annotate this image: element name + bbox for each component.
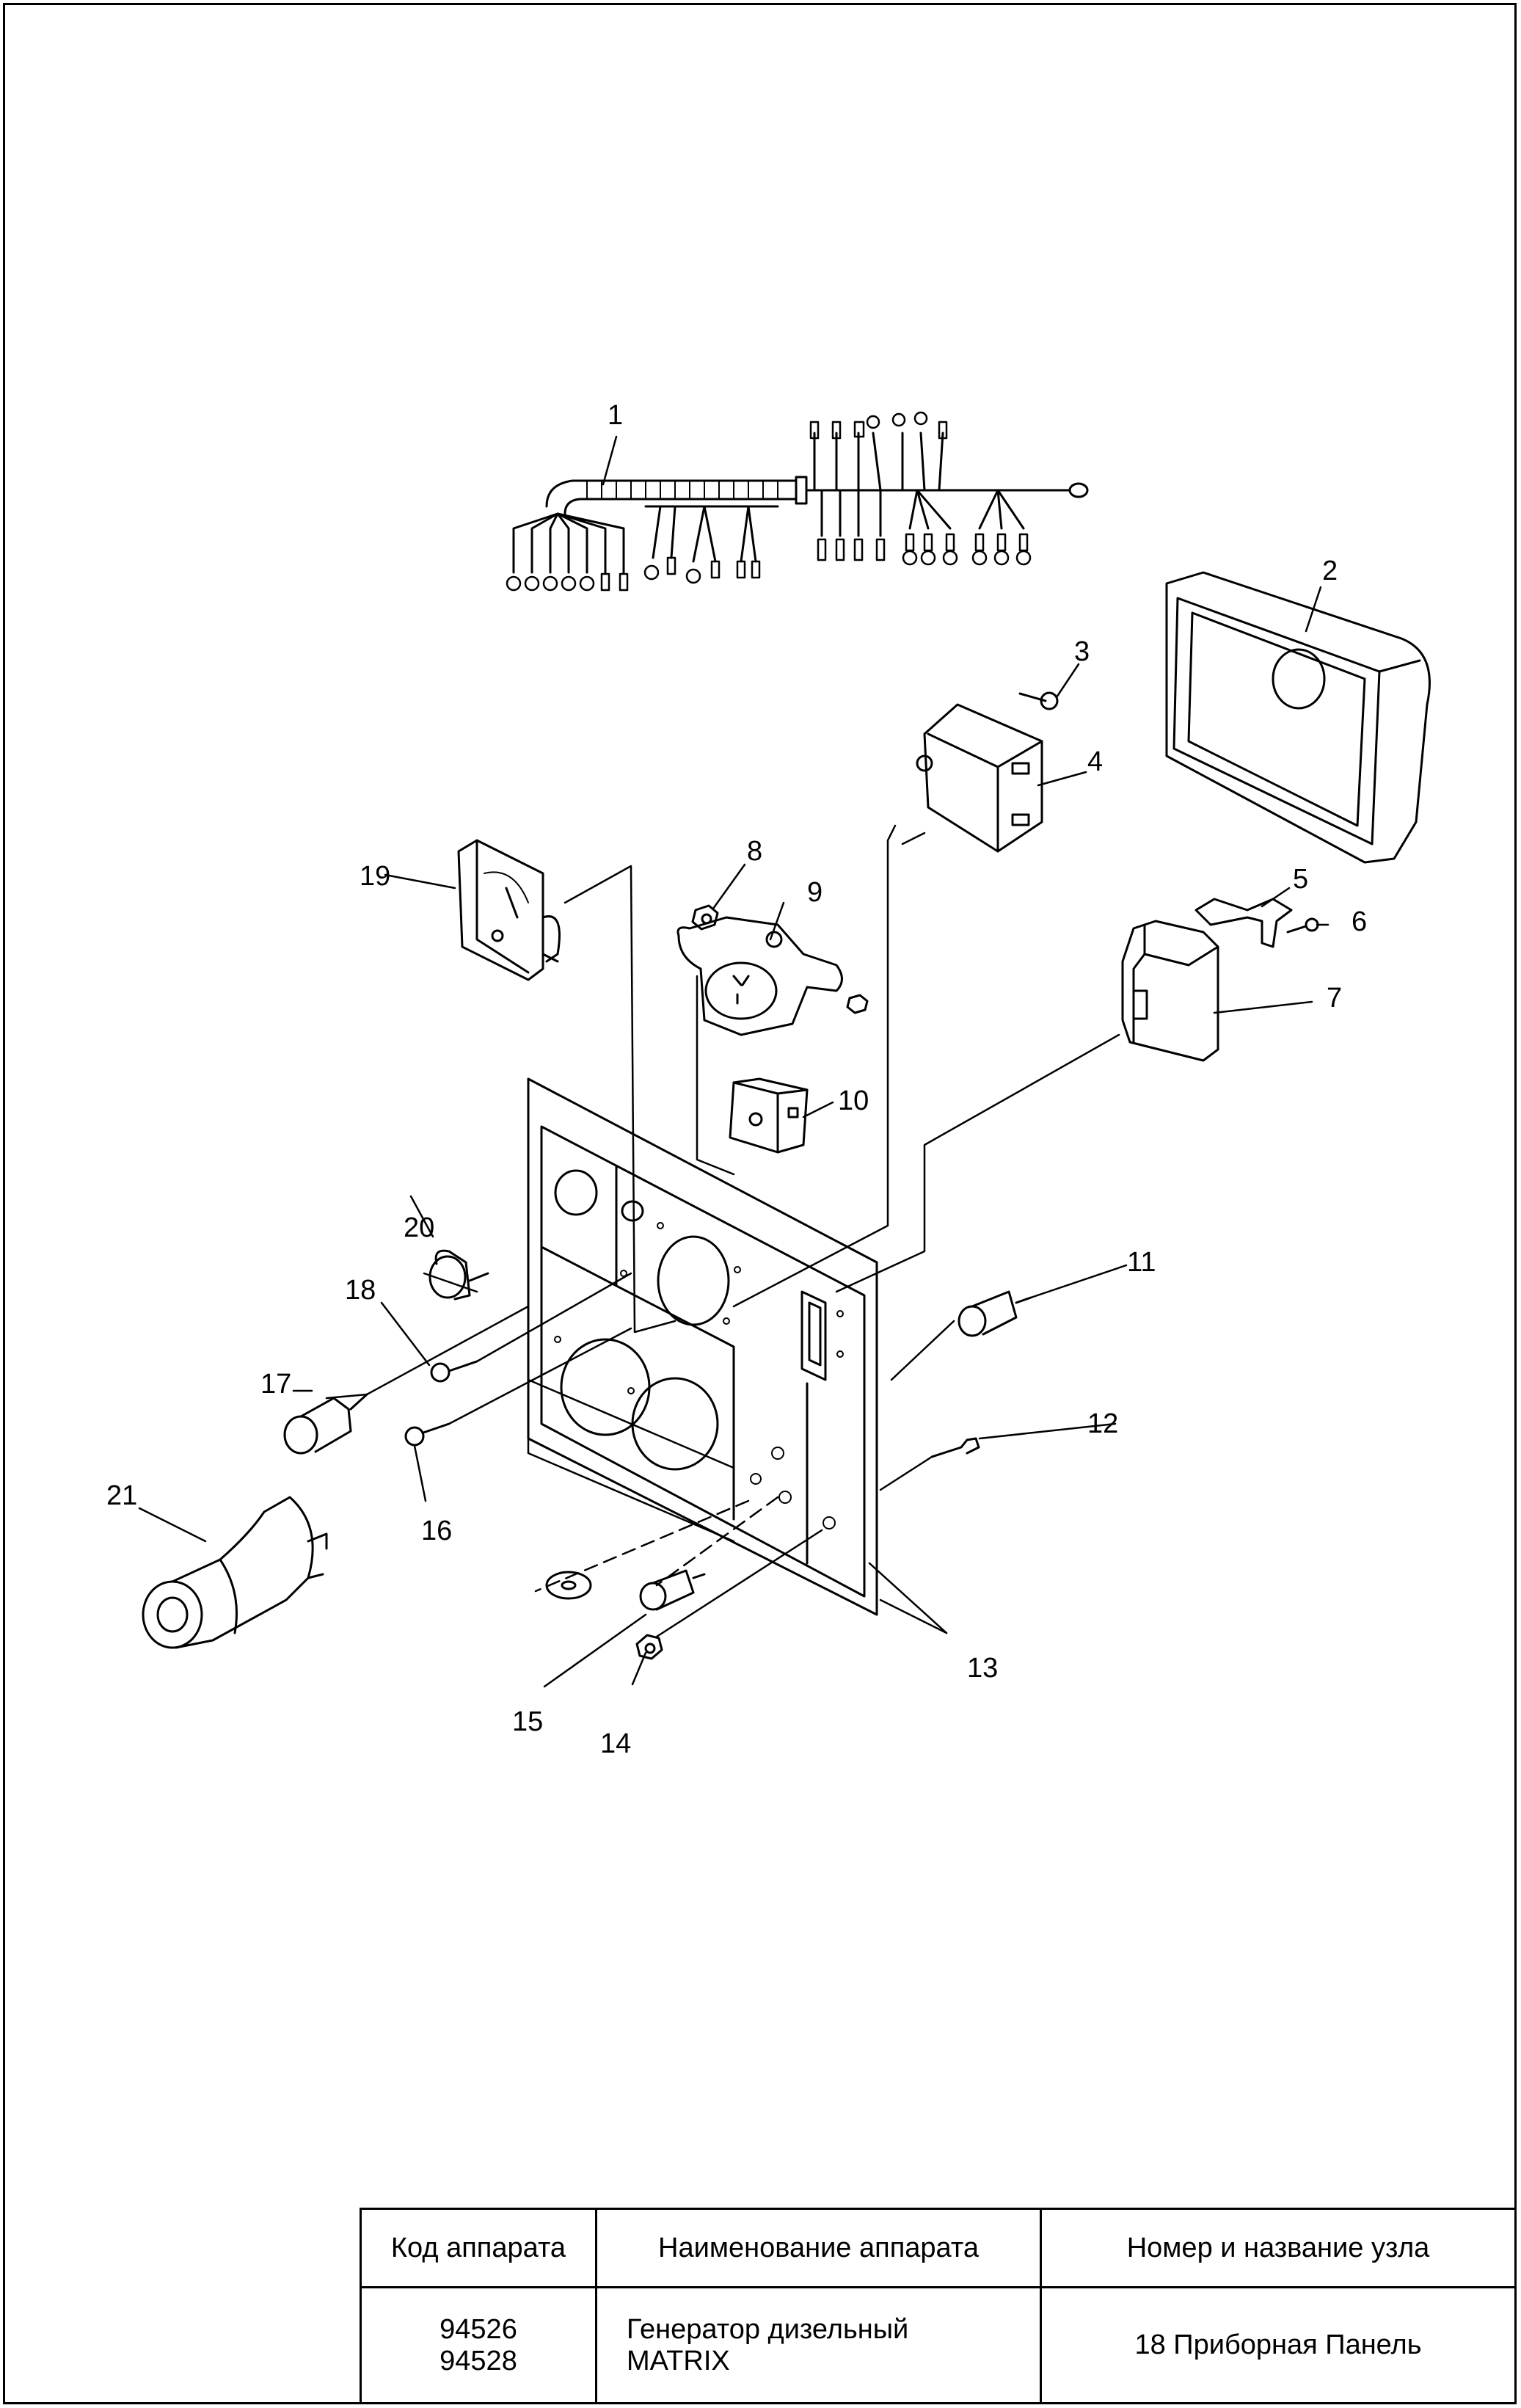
part-screw-12 [930, 1437, 980, 1458]
part-circuit-breaker [1121, 920, 1219, 1062]
callout-14: 14 [600, 1728, 631, 1759]
callout-19: 19 [360, 861, 390, 892]
callout-13: 13 [967, 1653, 998, 1684]
drawing-frame [3, 3, 1517, 2404]
header-code: Код аппарата [360, 2208, 597, 2288]
part-screw-3 [1018, 691, 1059, 710]
header-unit: Номер и название узла [1040, 2208, 1517, 2288]
unit-number-name: 18 Приборная Панель [1040, 2286, 1517, 2404]
header-name: Наименование аппарата [595, 2208, 1042, 2288]
apparatus-code: 94528 [439, 2345, 517, 2376]
callout-6: 6 [1352, 906, 1367, 937]
leader-lines [138, 435, 1329, 1688]
part-toggle-switch [958, 1290, 1032, 1337]
callout-9: 9 [807, 877, 822, 908]
callout-3: 3 [1074, 636, 1090, 667]
callout-8: 8 [747, 836, 762, 867]
callout-15: 15 [512, 1706, 543, 1737]
part-wiring-harness [506, 411, 1089, 592]
callout-12: 12 [1087, 1408, 1118, 1439]
part-relay-block [916, 703, 1043, 853]
part-rear-cover-box [1165, 571, 1431, 864]
callout-2: 2 [1322, 556, 1338, 586]
callout-numbers: 1 2 3 4 5 6 7 8 9 10 11 12 13 14 15 16 1… [106, 400, 1367, 1759]
apparatus-code: 94526 [439, 2313, 517, 2345]
part-connector-plug [142, 1496, 328, 1649]
part-small-block [729, 1077, 809, 1154]
apparatus-name-line: Генератор дизельный [627, 2313, 909, 2345]
part-socket-outlet [676, 916, 869, 1036]
callout-20: 20 [404, 1212, 434, 1243]
apparatus-name: Генератор дизельный MATRIX [595, 2286, 1042, 2404]
apparatus-name-line: MATRIX [627, 2345, 730, 2376]
callout-5: 5 [1293, 864, 1308, 895]
part-nut-14 [635, 1634, 663, 1660]
callout-10: 10 [838, 1085, 869, 1116]
callout-11: 11 [1127, 1247, 1156, 1278]
callout-1: 1 [608, 400, 623, 431]
part-screw-16 [404, 1422, 451, 1447]
callout-21: 21 [106, 1480, 137, 1511]
part-screw-18 [430, 1360, 478, 1383]
callout-4: 4 [1087, 746, 1103, 777]
part-meter-gauge [457, 839, 561, 981]
callout-18: 18 [345, 1275, 376, 1306]
callout-16: 16 [421, 1516, 452, 1546]
callout-17: 17 [260, 1369, 291, 1400]
apparatus-codes: 94526 94528 [360, 2286, 597, 2404]
part-bracket-5 [1194, 898, 1293, 948]
title-block: Код аппарата Наименование аппарата Номер… [360, 2208, 1517, 2404]
part-screw-6 [1286, 917, 1319, 934]
part-front-panel [527, 1077, 878, 1616]
part-indicator-lamp [283, 1393, 368, 1455]
part-knob [428, 1249, 489, 1301]
callout-7: 7 [1327, 983, 1342, 1014]
